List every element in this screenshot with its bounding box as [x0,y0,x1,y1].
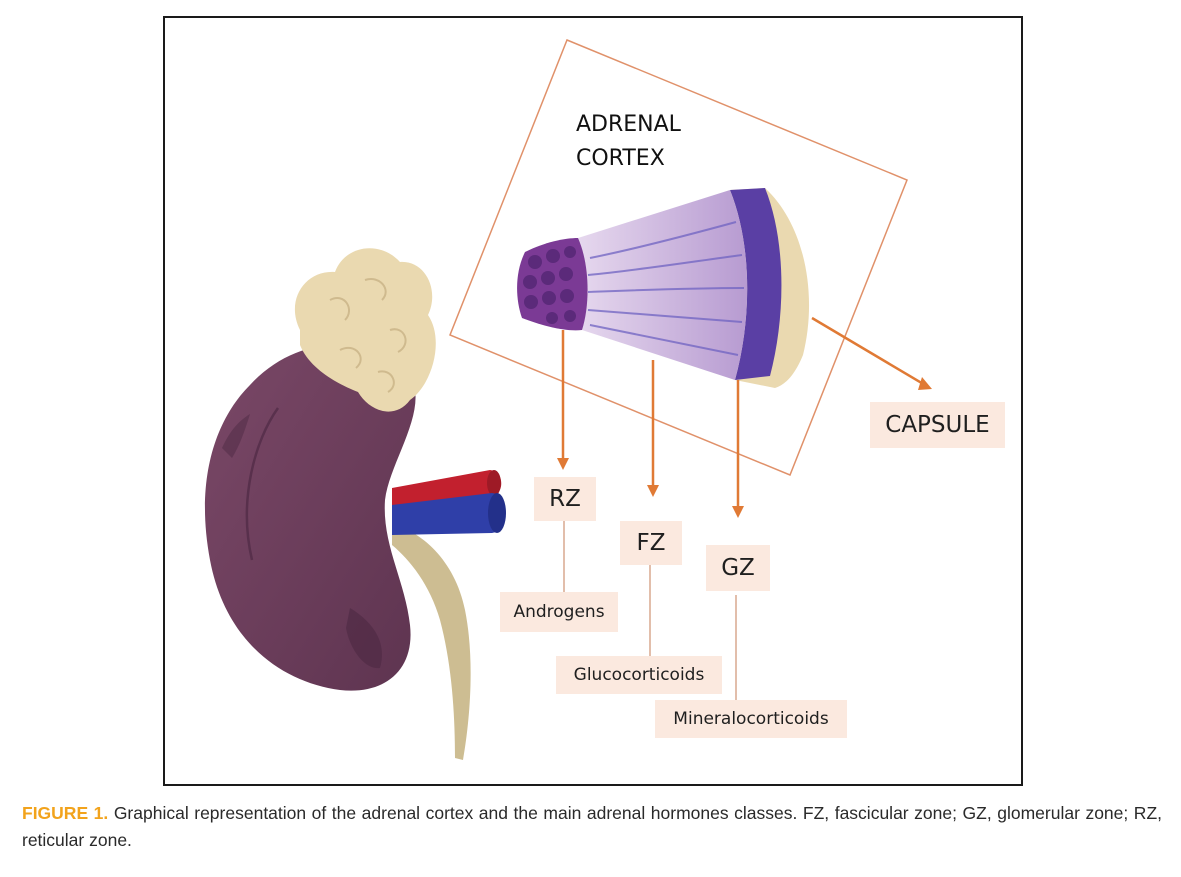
ureter [392,525,471,760]
vein [392,493,506,535]
title-adrenal: ADRENAL [576,112,681,137]
fz-label: FZ [620,521,682,565]
kidney [204,344,416,691]
fascicular-zone [578,190,748,380]
gz-label: GZ [706,545,770,591]
glucocorticoids-label: Glucocorticoids [556,656,722,694]
glomerular-zone [730,188,782,380]
connector-lines [563,520,737,700]
fascicular-cords [587,221,745,356]
rz-label: RZ [534,477,596,521]
caption-label: FIGURE 1. [22,803,109,823]
capsule-label: CAPSULE [870,402,1005,448]
title-cortex: CORTEX [576,146,665,171]
adrenal-folds [329,278,407,393]
arrows [557,316,932,518]
adrenal-gland [294,248,436,412]
cortex-frame [449,39,908,476]
reticular-cells [523,246,576,324]
figure-caption: FIGURE 1. Graphical representation of th… [22,800,1162,854]
caption-text: Graphical representation of the adrenal … [22,803,1162,850]
artery [392,470,502,510]
androgens-label: Androgens [500,592,618,632]
mineralocorticoids-label: Mineralocorticoids [655,700,847,738]
figure-illustration [204,39,932,760]
